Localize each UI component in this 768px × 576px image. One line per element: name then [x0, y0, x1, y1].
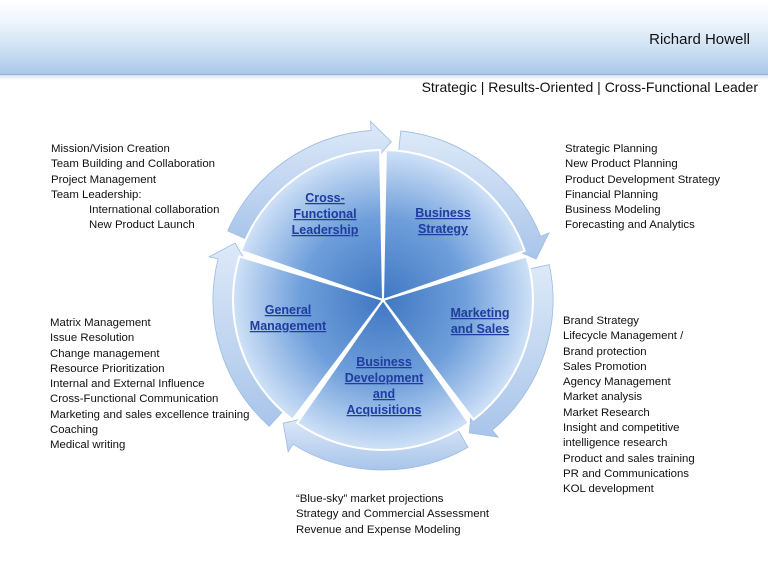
wheel-segment-bizdev — [295, 298, 471, 451]
list-item: KOL development — [563, 483, 654, 496]
list-item: Change management — [50, 347, 160, 360]
list-item: Internal and External Influence — [50, 378, 205, 391]
wheel-segment-general — [232, 255, 385, 422]
wheel-segment-cross — [239, 149, 385, 302]
list-item: PR and Communications — [563, 467, 689, 480]
segment-label-line: Development — [345, 371, 424, 385]
segment-label-line: and Sales — [451, 322, 509, 336]
wheel-segment-strategy — [381, 149, 527, 302]
header-band — [0, 0, 768, 75]
list-item: Business Modeling — [565, 204, 661, 217]
list-item: Issue Resolution — [50, 332, 135, 345]
segment-label-line: Functional — [293, 207, 356, 221]
list-item: Agency Management — [563, 376, 671, 389]
list-item: Marketing and sales excellence training — [50, 408, 250, 421]
list-item: Insight and competitive intelligence res… — [563, 422, 680, 450]
list-item: International collaboration — [89, 204, 220, 217]
list-item: Mission/Vision Creation — [51, 143, 170, 155]
list-item: Brand Strategy — [563, 315, 639, 327]
list-item: New Product Planning — [565, 158, 678, 171]
list-item: Matrix Management — [50, 317, 151, 329]
segment-label-line: Cross- — [305, 191, 345, 205]
list-item: Financial Planning — [565, 188, 659, 201]
list-item: Lifecycle Management / Brand protection — [563, 330, 684, 358]
presenter-name: Richard Howell — [649, 31, 750, 48]
list-item: Sales Promotion — [563, 360, 647, 373]
list-item: Medical writing — [50, 439, 126, 452]
list-item: New Product Launch — [89, 219, 195, 232]
list-item: Team Building and Collaboration — [51, 158, 216, 171]
header-shadow — [0, 74, 768, 80]
segment-label-line: Leadership — [292, 223, 359, 237]
tagline: Strategic | Results-Oriented | Cross-Fun… — [421, 79, 758, 95]
segment-label-line: Management — [250, 319, 327, 333]
wheel-segment-marketing — [381, 255, 534, 422]
segment-label-line: and — [373, 387, 395, 401]
segment-label-line: Acquisitions — [346, 403, 421, 417]
list-item: Cross-Functional Communication — [50, 393, 219, 406]
segment-label-line: Strategy — [418, 222, 468, 236]
list-item: Project Management — [51, 173, 157, 186]
segment-label-line: Business — [356, 355, 412, 369]
list-item: Forecasting and Analytics — [565, 219, 695, 232]
list-item: Team Leadership: — [51, 188, 142, 201]
list-item: Product Development Strategy — [565, 173, 721, 186]
list-item: “Blue-sky” market projections — [296, 493, 444, 505]
list-item: Market Research — [563, 406, 650, 419]
list-item: Revenue and Expense Modeling — [296, 523, 461, 536]
list-item: Coaching — [50, 424, 99, 437]
list-item: Market analysis — [563, 391, 643, 404]
list-item: Resource Prioritization — [50, 362, 165, 375]
segment-label-marketing: Marketing and Sales — [450, 306, 509, 336]
segment-label-line: Marketing — [450, 306, 509, 320]
segment-label-line: General — [265, 303, 312, 317]
list-item: Product and sales training — [563, 452, 695, 465]
list-item: Strategy and Commercial Assessment — [296, 508, 490, 521]
list-item: Strategic Planning — [565, 143, 658, 155]
segment-label-line: Business — [415, 206, 471, 220]
